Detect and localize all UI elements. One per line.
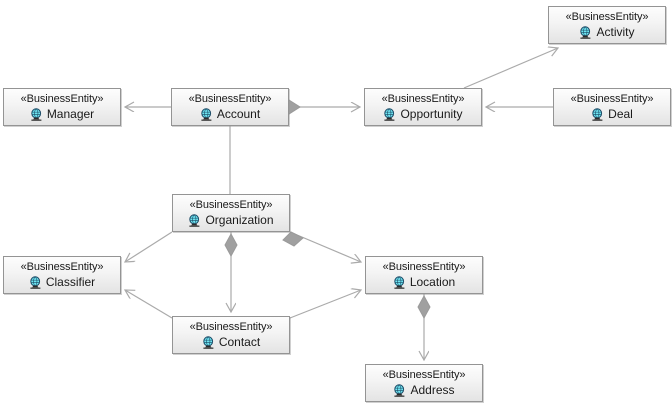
business-entity-globe-icon [31, 107, 42, 121]
class-node-classifier[interactable]: «BusinessEntity» Classifier [3, 256, 121, 294]
node-name-label-manager: Manager [46, 106, 95, 121]
node-name-row: Address [393, 382, 455, 398]
node-stereotype: «BusinessEntity» [381, 92, 465, 105]
node-name-label-deal: Deal [608, 106, 633, 121]
node-stereotype: «BusinessEntity» [565, 10, 649, 23]
node-name-label-opportunity: Opportunity [400, 106, 463, 121]
aggregation-diamond-location-address [417, 294, 431, 320]
aggregation-diamond-organization-contact [224, 232, 238, 258]
business-entity-globe-icon [580, 25, 591, 39]
edge-organization-classifier [125, 231, 173, 262]
business-entity-globe-icon [189, 213, 200, 227]
node-name-label-organization: Organization [205, 212, 274, 227]
edge-opportunity-activity [463, 48, 558, 89]
node-name-row: Contact [202, 335, 260, 350]
node-name-label-location: Location [409, 274, 456, 289]
node-stereotype: «BusinessEntity» [20, 92, 104, 105]
business-entity-globe-icon [394, 275, 405, 289]
node-stereotype: «BusinessEntity» [382, 368, 466, 381]
business-entity-globe-icon [592, 107, 603, 121]
node-stereotype: «BusinessEntity» [570, 92, 654, 105]
edge-contact-location [289, 290, 361, 319]
node-name-label-activity: Activity [596, 24, 635, 39]
node-stereotype: «BusinessEntity» [382, 260, 466, 273]
node-name-row: Activity [579, 24, 635, 40]
node-name-label-account: Account [216, 106, 261, 121]
node-stereotype: «BusinessEntity» [189, 198, 273, 211]
business-entity-globe-icon [203, 335, 214, 349]
edge-organization-location [289, 231, 361, 262]
class-node-manager[interactable]: «BusinessEntity» Manager [3, 88, 121, 126]
node-name-row: Opportunity [383, 106, 463, 122]
business-entity-globe-icon [384, 107, 395, 121]
class-node-activity[interactable]: «BusinessEntity» Activity [548, 6, 666, 44]
class-node-organization[interactable]: «BusinessEntity» Organization [172, 194, 290, 232]
class-node-location[interactable]: «BusinessEntity» Location [365, 256, 483, 294]
node-stereotype: «BusinessEntity» [20, 260, 104, 273]
edge-contact-classifier [125, 290, 173, 319]
node-name-row: Manager [30, 107, 94, 122]
node-name-row: Account [200, 107, 260, 122]
node-stereotype: «BusinessEntity» [189, 320, 273, 333]
business-entity-globe-icon [30, 275, 41, 289]
node-name-label-address: Address [410, 382, 455, 397]
class-node-contact[interactable]: «BusinessEntity» Contact [172, 316, 290, 354]
business-entity-globe-icon [394, 383, 405, 397]
node-name-row: Classifier [29, 275, 95, 290]
node-name-row: Organization [188, 212, 274, 228]
node-name-row: Location [393, 275, 455, 290]
class-node-deal[interactable]: «BusinessEntity» Deal [553, 88, 671, 126]
aggregation-diamond-organization-location [282, 231, 304, 247]
class-node-address[interactable]: «BusinessEntity» Address [365, 364, 483, 402]
class-node-account[interactable]: «BusinessEntity» Account [171, 88, 289, 126]
node-stereotype: «BusinessEntity» [188, 92, 272, 105]
node-name-row: Deal [591, 107, 633, 122]
node-name-label-classifier: Classifier [45, 274, 96, 289]
class-node-opportunity[interactable]: «BusinessEntity» Opportunity [364, 88, 482, 126]
business-entity-globe-icon [201, 107, 212, 121]
node-name-label-contact: Contact [218, 334, 261, 349]
